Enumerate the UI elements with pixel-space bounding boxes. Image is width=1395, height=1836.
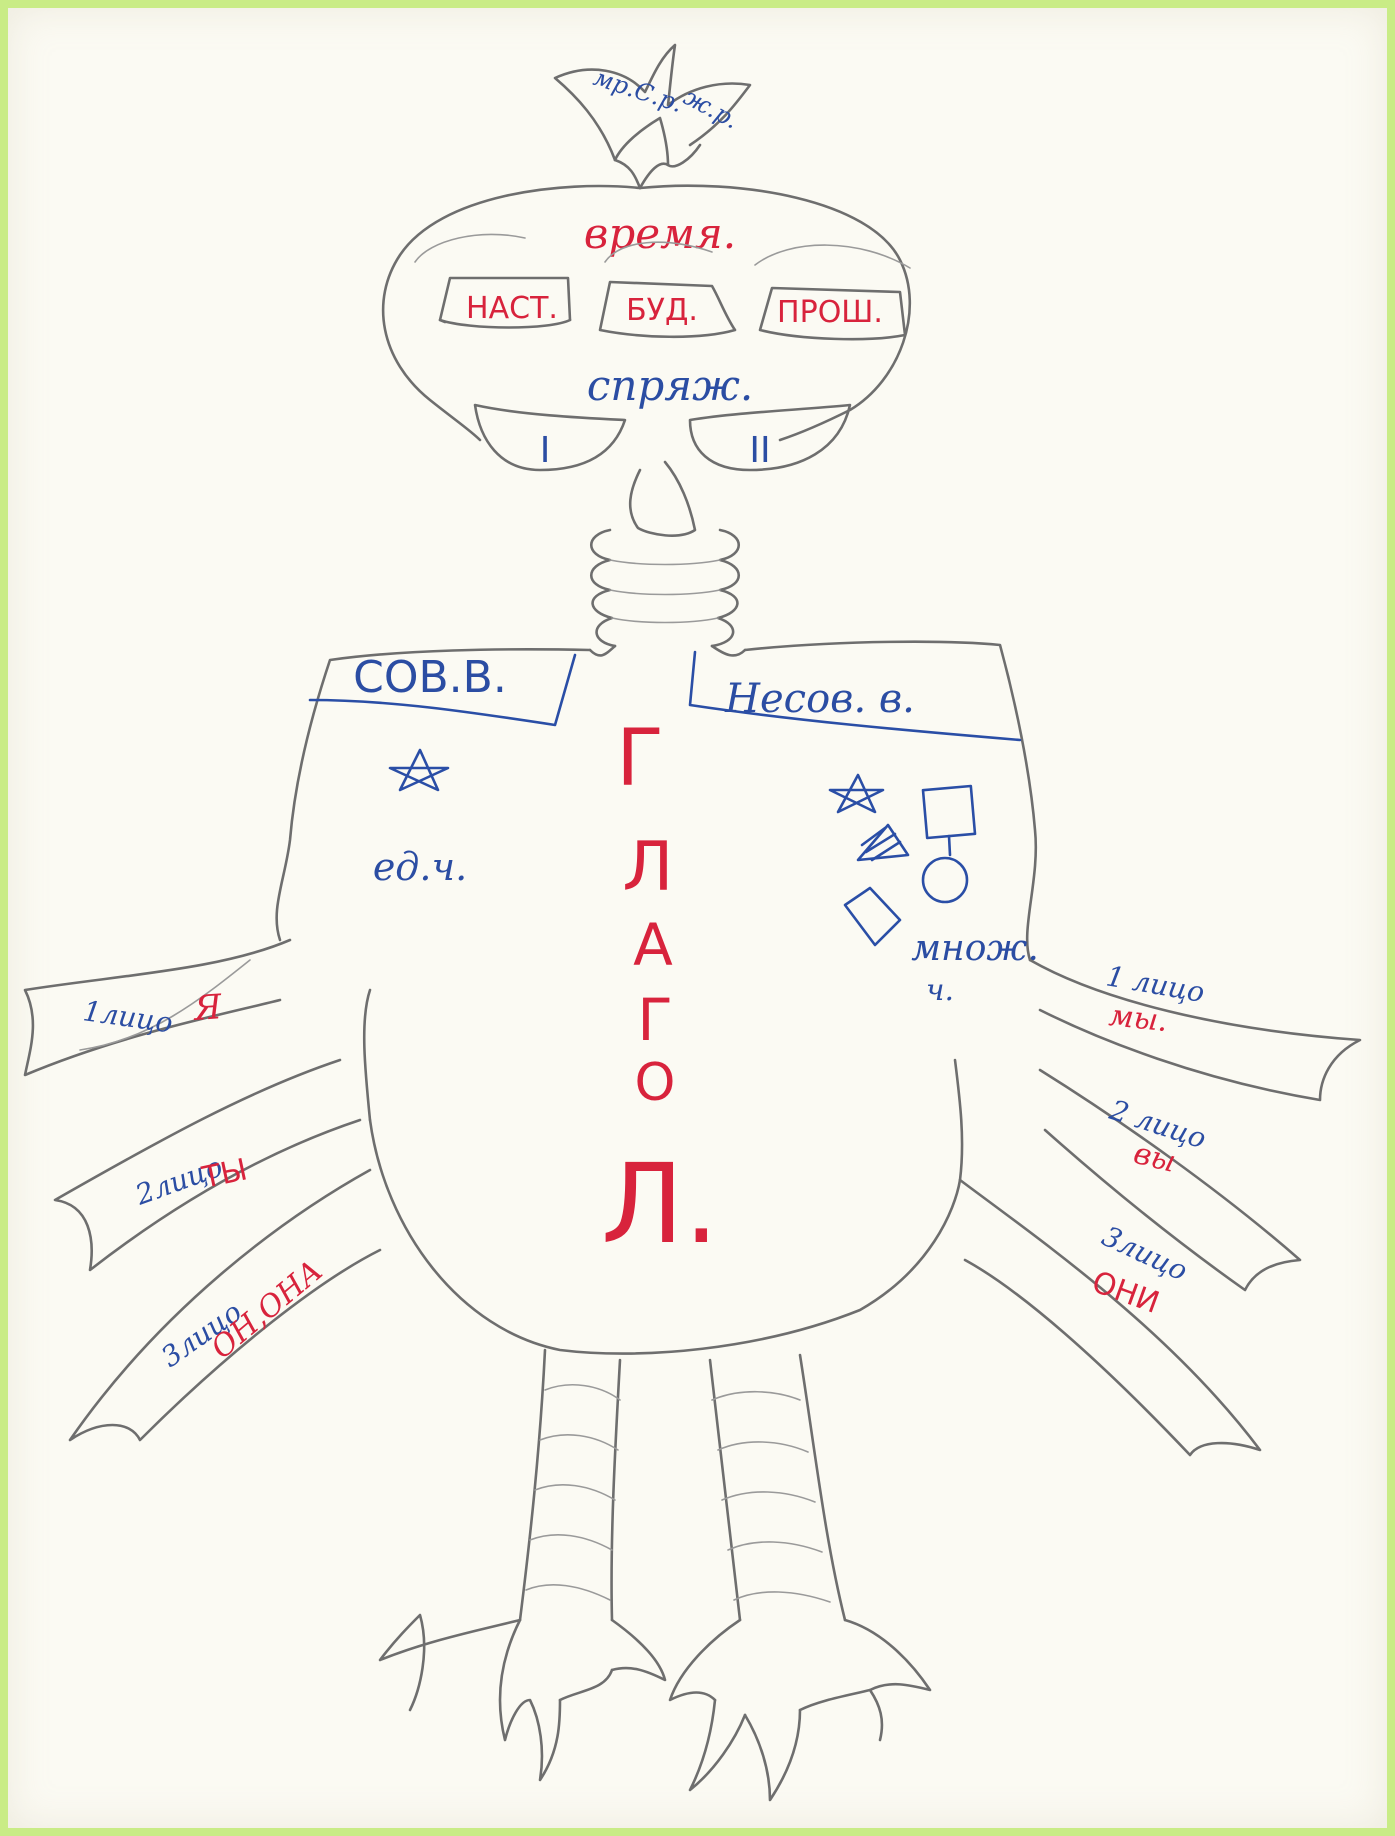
person-plural-1-pronoun: мы.	[1107, 998, 1169, 1039]
conjugation-heading: спряж.	[587, 361, 753, 410]
left-wing: 1лицо Я 2лицо ТЫ 3лицо ОН,ОНА	[25, 940, 380, 1440]
number-plural-line2: ч.	[926, 973, 954, 1008]
aspect-perfective: СОВ.В.	[353, 652, 507, 703]
tense-heading: время.	[584, 209, 736, 258]
neck	[590, 530, 745, 656]
aspect-imperfective: Несов. в.	[724, 676, 915, 722]
crest: мр.С.р. ж.р.	[555, 45, 750, 188]
tense-future: БУД.	[626, 293, 698, 328]
title-letter-5: О	[635, 1053, 676, 1113]
tense-present: НАСТ.	[466, 291, 558, 326]
person-singular-1-pronoun: Я	[191, 987, 224, 1029]
crest-label-right: ж.р.	[679, 83, 743, 135]
conjugation-first: I	[540, 430, 551, 471]
body: СОВ.В. Несов. в. ед.ч. множ. ч. Г Л А Г …	[277, 642, 1039, 1354]
number-plural-line1: множ.	[911, 928, 1039, 969]
title-letter-2: Л	[622, 828, 673, 907]
tense-past: ПРОШ.	[777, 295, 883, 330]
number-singular: ед.ч.	[373, 845, 467, 889]
person-singular-1-label: 1лицо	[81, 994, 175, 1039]
title-letter-1: Г	[616, 714, 664, 804]
title-letter-6: Л.	[601, 1140, 719, 1268]
conjugation-second: II	[749, 430, 770, 471]
title-word: Г Л А Г О Л.	[601, 714, 719, 1268]
head: время. НАСТ. БУД. ПРОШ. спряж. I II	[383, 186, 910, 536]
title-letter-3: А	[633, 911, 673, 979]
legs	[380, 1350, 930, 1800]
title-letter-4: Г	[637, 986, 672, 1054]
right-wing: 1 лицо мы. 2 лицо вы 3лицо ОНИ	[960, 959, 1360, 1455]
